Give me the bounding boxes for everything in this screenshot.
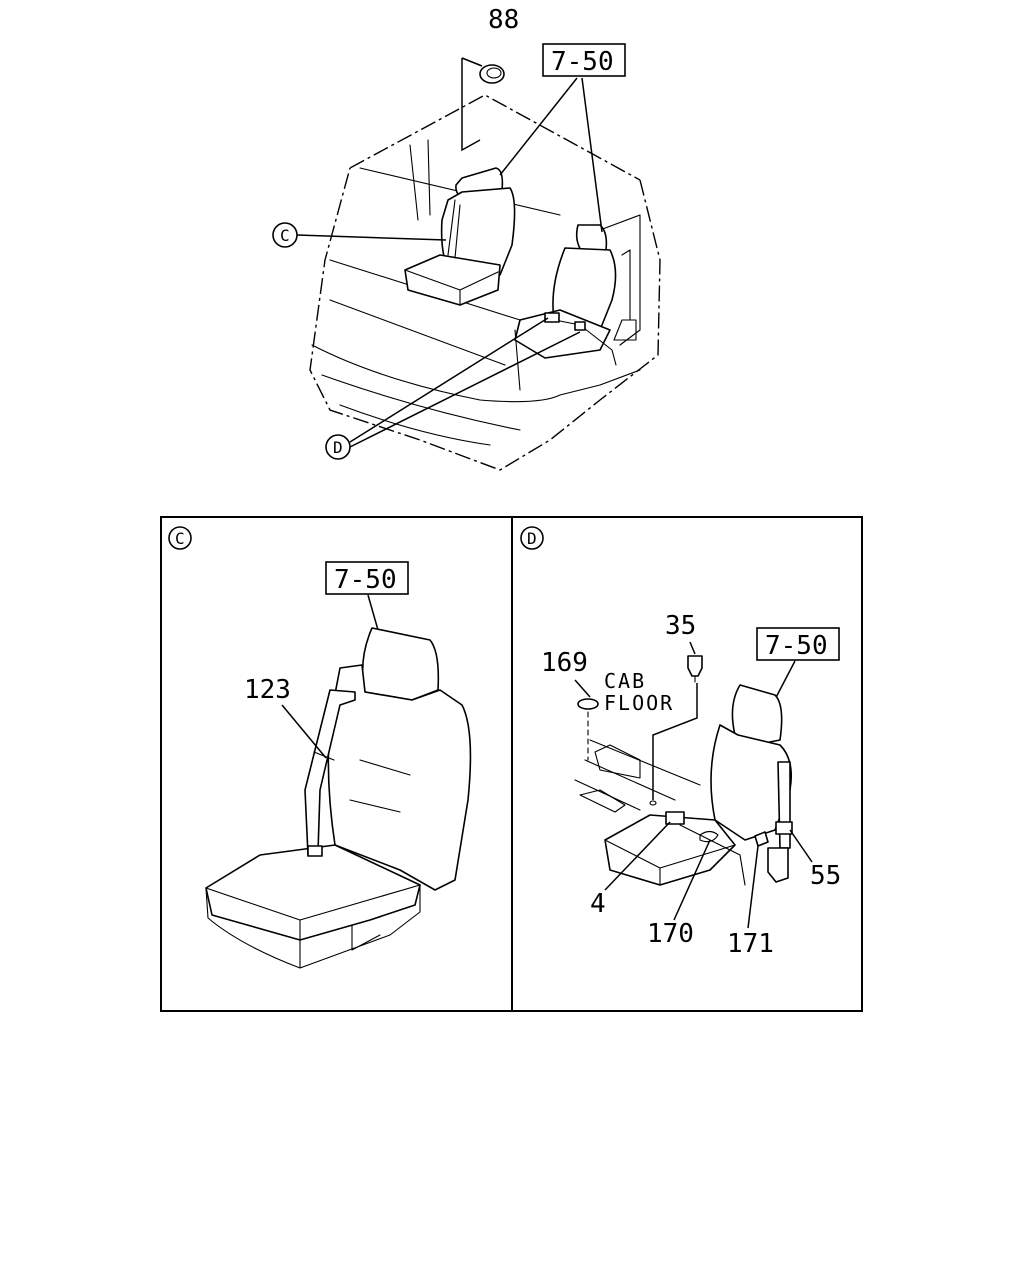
detail-c-letter: C (280, 226, 290, 245)
part-35-clip: 35 (649, 611, 703, 806)
cab-overview: 88 7-50 C D (272, 5, 661, 471)
floor-label-floor: FLOOR (604, 691, 674, 715)
panel-c: C 7-50 123 (168, 526, 472, 969)
floor-section (574, 739, 701, 813)
callout-171: 171 (727, 929, 774, 959)
grommet-88: 88 (461, 5, 519, 152)
callout-7-50-overview: 7-50 (551, 47, 614, 77)
detail-c-marker: C (272, 222, 447, 248)
callout-169: 169 (541, 648, 588, 678)
panel-c-seat-ref: 7-50 (334, 565, 397, 595)
floor-label-cab: CAB (604, 669, 646, 693)
detail-d-letter: D (333, 438, 343, 457)
seat-ref-overview: 7-50 (499, 43, 626, 233)
cab-outline (309, 94, 661, 471)
detail-d-marker: D (325, 317, 581, 460)
panel-d-tag: D (527, 529, 537, 548)
part-169-plug: 169 (541, 648, 599, 761)
seat-c-drawing (205, 627, 472, 969)
callout-170: 170 (647, 919, 694, 949)
panel-c-tag: C (175, 529, 185, 548)
panel-d: D 7-50 CAB FLOOR 169 35 (520, 526, 841, 959)
panel-d-seat-ref: 7-50 (765, 631, 828, 661)
callout-35: 35 (665, 611, 696, 641)
detail-frame (160, 516, 863, 1012)
seat-right (514, 224, 637, 366)
seat-d-drawing (604, 684, 793, 886)
callout-4: 4 (590, 889, 606, 919)
callout-55: 55 (810, 861, 841, 891)
seat-left (404, 167, 516, 306)
callout-123: 123 (244, 675, 291, 705)
callout-88: 88 (488, 5, 519, 35)
